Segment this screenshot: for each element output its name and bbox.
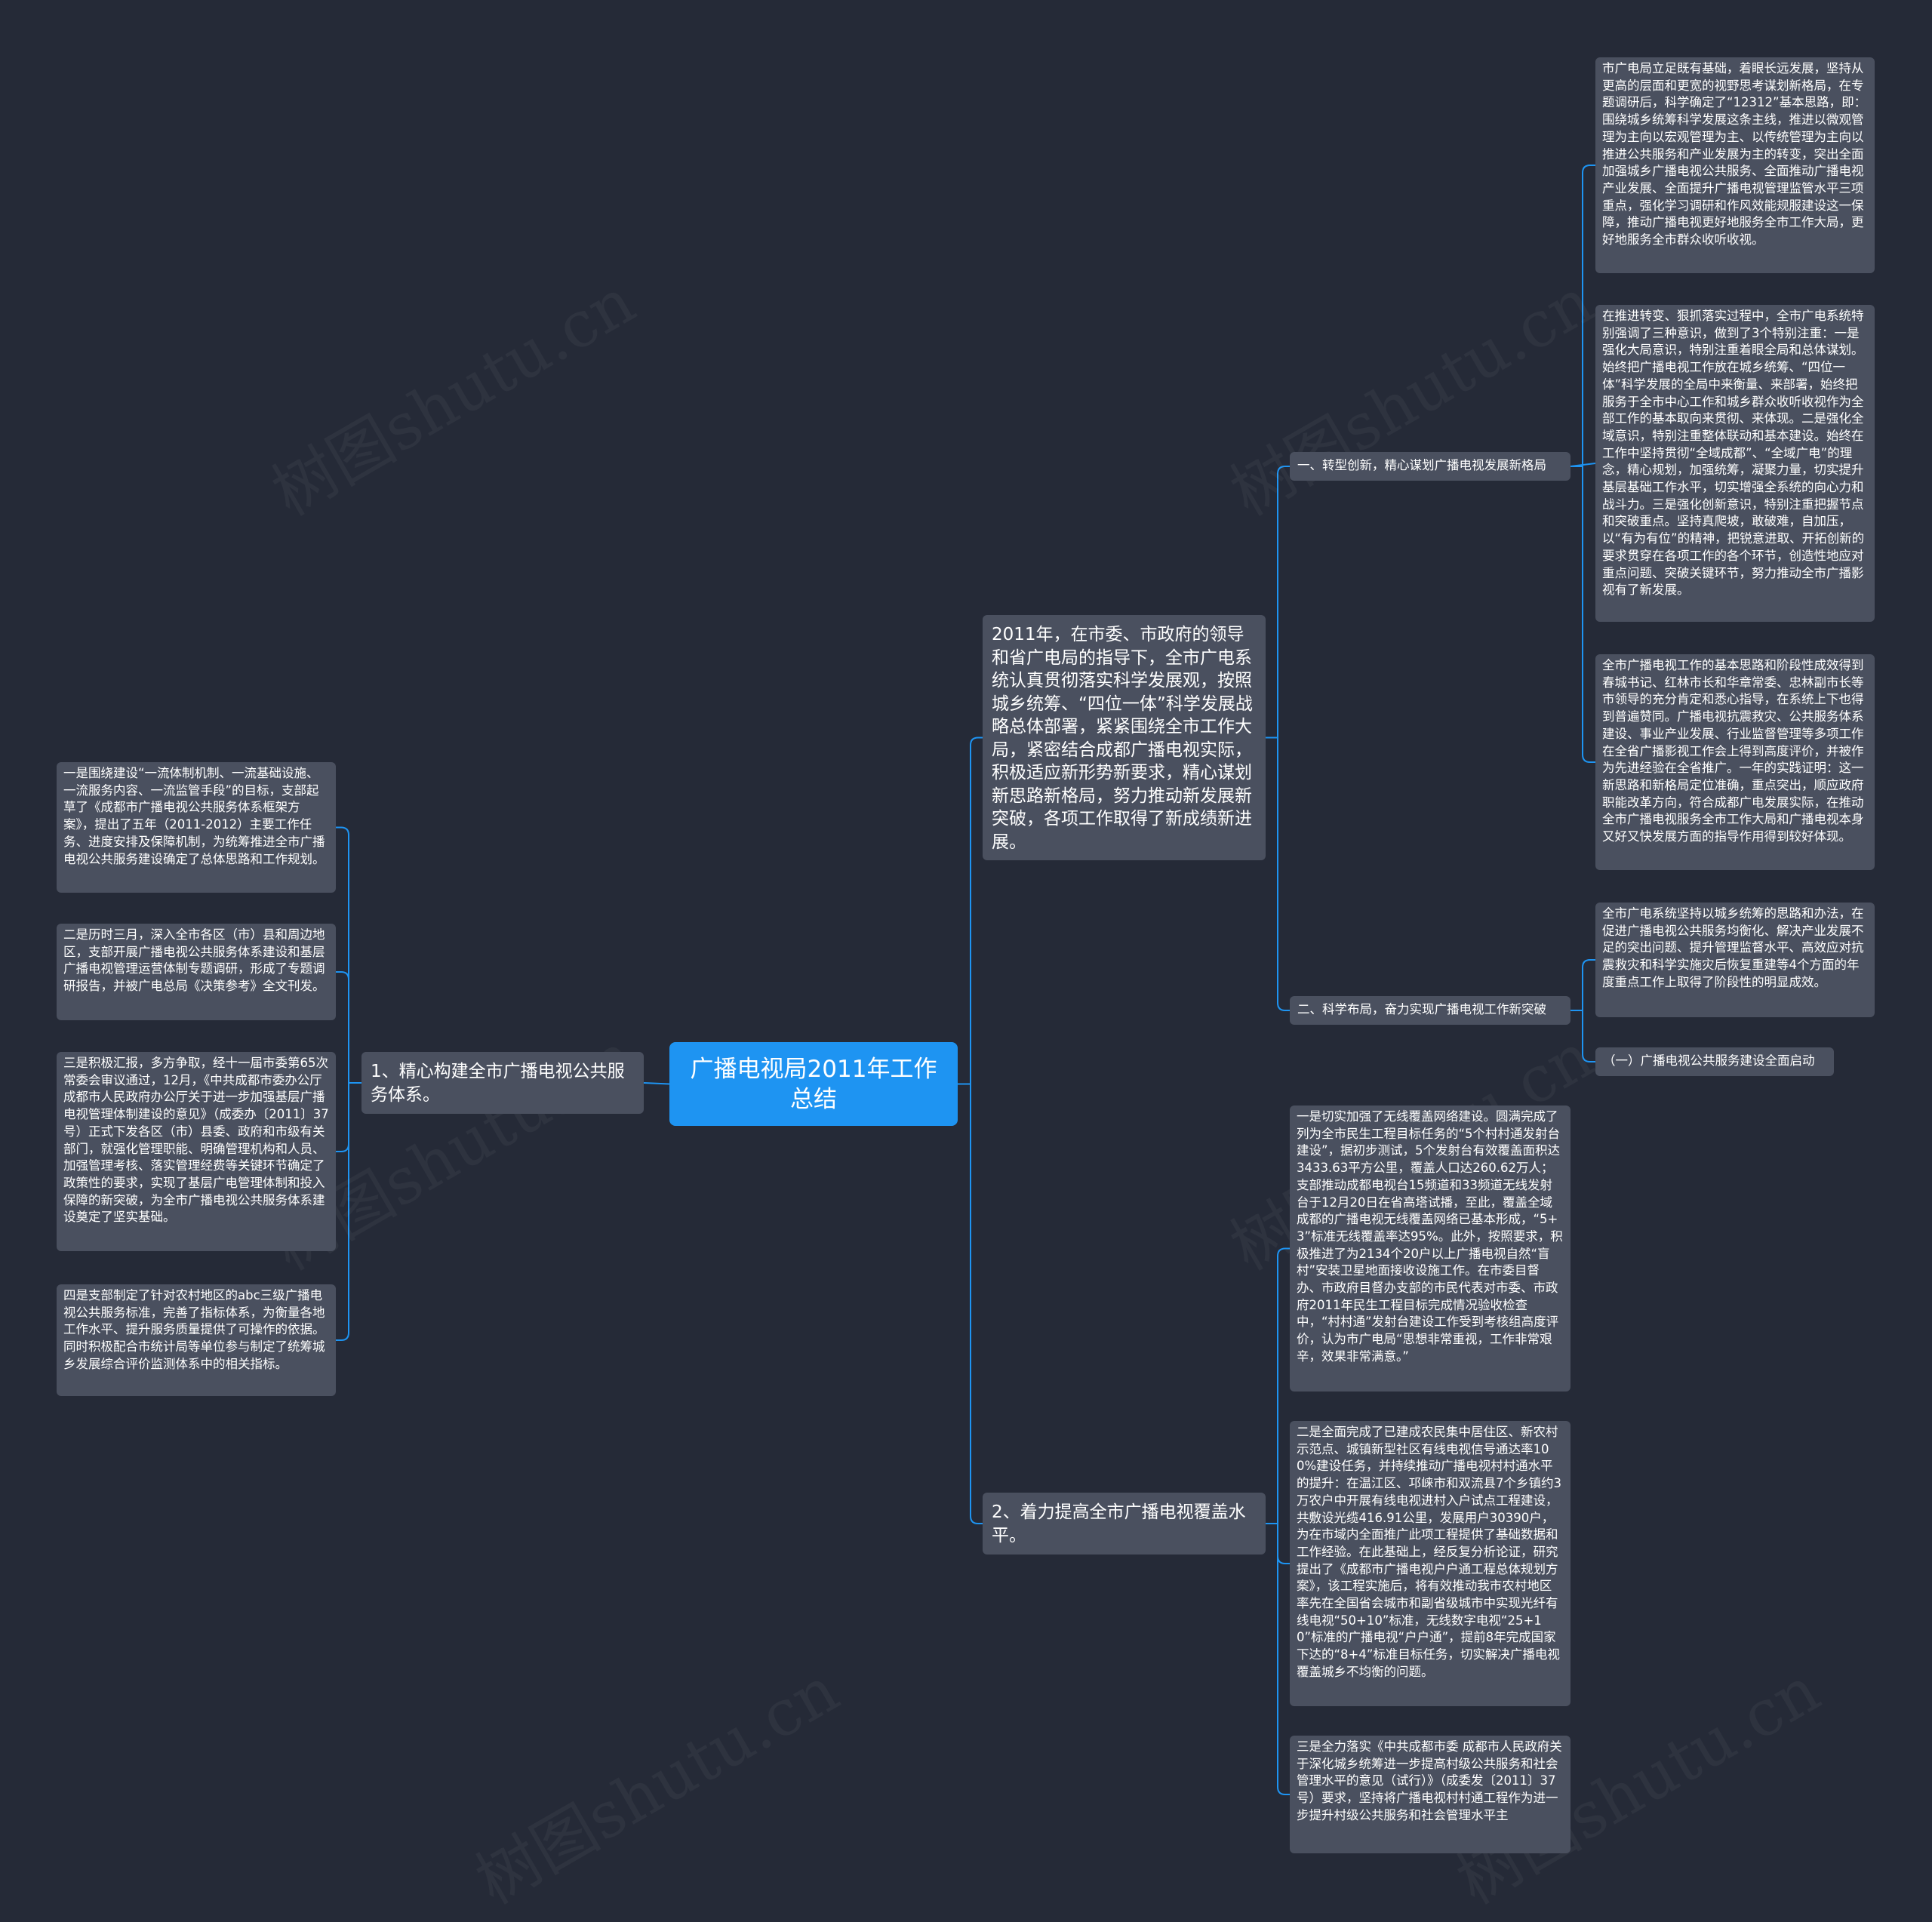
connector [1571, 165, 1595, 467]
connector [1571, 959, 1595, 1011]
leaf-public-service-3[interactable]: 三是积极汇报，多方争取，经十一届市委第65次常委会审议通过，12月，《中共成都市… [57, 1052, 336, 1251]
leaf-coverage-3[interactable]: 三是全力落实《中共成都市委 成都市人民政府关于深化城乡统筹进一步提高村级公共服务… [1290, 1736, 1571, 1853]
connector [958, 737, 983, 1085]
connector [958, 1083, 983, 1524]
connector [1266, 737, 1290, 1011]
leaf-public-service-4[interactable]: 四是支部制定了针对农村地区的abc三级广播电视公共服务标准，完善了指标体系，为衡… [57, 1284, 336, 1396]
branch-intro[interactable]: 2011年，在市委、市政府的领导和省广电局的指导下，全市广电系统认真贯彻落实科学… [983, 615, 1266, 860]
connector [1266, 1247, 1290, 1524]
connector [336, 971, 361, 1084]
branch-coverage[interactable]: 2、着力提高全市广播电视覆盖水平。 [983, 1493, 1266, 1555]
connector [1266, 466, 1290, 739]
connector [1266, 1523, 1290, 1795]
connector [1571, 1010, 1595, 1062]
connector [1571, 466, 1595, 763]
connector [336, 1082, 361, 1341]
leaf-transformation-3[interactable]: 全市广播电视工作的基本思路和阶段性成效得到春城书记、红林市长和华章常委、忠林副市… [1595, 654, 1875, 870]
leaf-transformation-1[interactable]: 市广电局立足既有基础，着眼长远发展，坚持从更高的层面和更宽的视野思考谋划新格局，… [1595, 57, 1875, 273]
leaf-breakthrough-1[interactable]: 全市广电系统坚持以城乡统筹的思路和办法，在促进广播电视公共服务均衡化、解决产业发… [1595, 903, 1875, 1017]
leaf-coverage-2[interactable]: 二是全面完成了已建成农民集中居住区、新农村示范点、城镇新型社区有线电视信号通达率… [1290, 1421, 1571, 1706]
connector [643, 1082, 670, 1085]
sub-branch-transformation[interactable]: 一、转型创新，精心谋划广播电视发展新格局 [1290, 452, 1571, 481]
branch-public-service[interactable]: 1、精心构建全市广播电视公共服务体系。 [361, 1052, 644, 1114]
leaf-transformation-2[interactable]: 在推进转变、狠抓落实过程中，全市广电系统特别强调了三种意识，做到了3个特别注重：… [1595, 305, 1875, 622]
leaf-breakthrough-2[interactable]: （一）广播电视公共服务建设全面启动 [1595, 1047, 1834, 1076]
root-topic[interactable]: 广播电视局2011年工作总结 [669, 1042, 958, 1126]
leaf-public-service-1[interactable]: 一是围绕建设“一流体制机制、一流基础设施、一流服务内容、一流监管手段”的目标，支… [57, 762, 336, 893]
connector [336, 826, 361, 1084]
leaf-coverage-1[interactable]: 一是切实加强了无线覆盖网络建设。圆满完成了列为全市民生工程目标任务的“5个村村通… [1290, 1106, 1571, 1392]
sub-branch-breakthrough[interactable]: 二、科学布局，奋力实现广播电视工作新突破 [1290, 996, 1571, 1025]
leaf-public-service-2[interactable]: 二是历时三月，深入全市各区（市）县和周边地区，支部开展广播电视公共服务体系建设和… [57, 924, 336, 1020]
